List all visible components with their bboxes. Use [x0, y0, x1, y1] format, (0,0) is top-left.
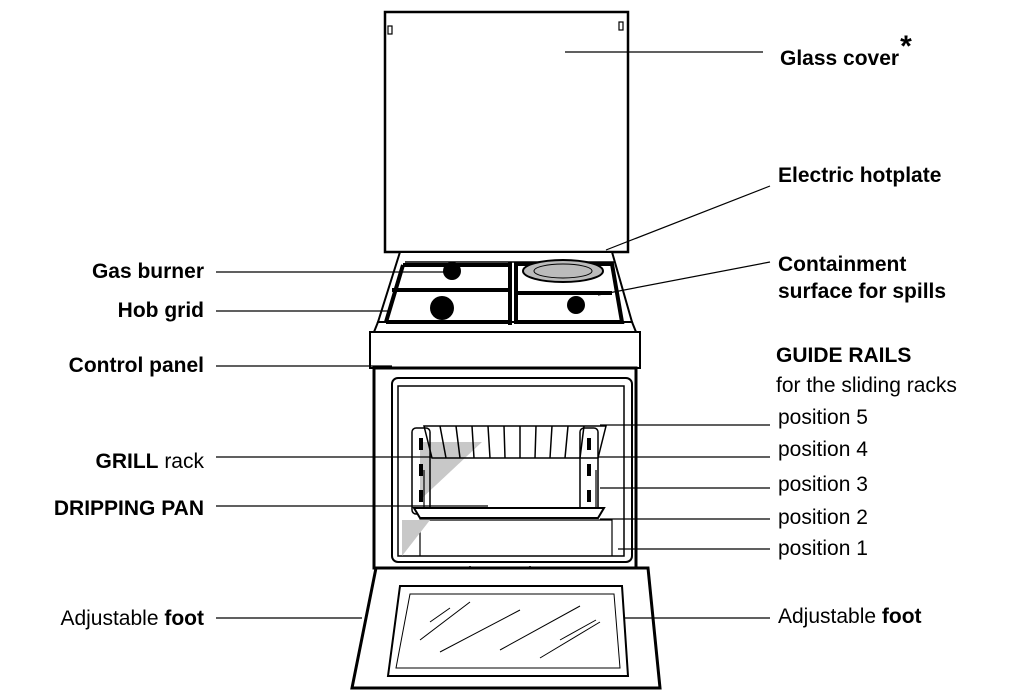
control-panel — [369, 331, 641, 369]
label-glass-cover-asterisk: * — [900, 30, 912, 63]
label-containment: Containment surface for spills — [778, 251, 946, 305]
label-position-3: position 3 — [778, 473, 868, 496]
label-glass-cover-text: Glass cover — [780, 47, 900, 70]
label-adjustable-left: Adjustable — [60, 607, 165, 630]
label-foot-left: foot — [164, 607, 204, 630]
label-dripping-pan: DRIPPING PAN — [53, 497, 204, 520]
label-grill-bold: GRILL — [95, 450, 159, 473]
callout-lines — [216, 51, 771, 619]
label-glass-cover: Glass cover* — [780, 32, 912, 71]
label-containment-line2: surface for spills — [778, 280, 947, 303]
label-position-4: position 4 — [778, 438, 868, 461]
label-guide-rails-sub: for the sliding racks — [776, 374, 957, 397]
grill-rack — [423, 425, 607, 459]
label-containment-line1: Containment — [778, 253, 907, 276]
label-gas-burner: Gas burner — [91, 260, 204, 283]
oven-door — [350, 566, 662, 690]
label-control-panel: Control panel — [68, 354, 204, 377]
label-foot-right: foot — [881, 605, 922, 628]
dripping-pan — [412, 470, 606, 519]
label-adjustable-foot-left: Adjustable foot — [0, 607, 204, 631]
gas-burner — [430, 262, 585, 320]
label-electric-hotplate: Electric hotplate — [778, 164, 942, 187]
label-guide-rails-title: GUIDE RAILS — [776, 344, 912, 367]
label-position-1: position 1 — [778, 537, 868, 560]
label-grill-rack: GRILL rack — [0, 450, 204, 474]
label-grill-rest: rack — [158, 450, 204, 473]
oven-body — [372, 366, 638, 573]
label-position-2: position 2 — [778, 506, 868, 529]
label-adjustable-right: Adjustable — [778, 605, 882, 628]
electric-hotplate — [522, 259, 604, 283]
label-adjustable-foot-right: Adjustable foot — [778, 605, 922, 629]
hob — [372, 251, 638, 333]
label-position-5: position 5 — [778, 406, 868, 429]
label-hob-grid: Hob grid — [117, 299, 204, 322]
glass-cover — [383, 10, 630, 254]
